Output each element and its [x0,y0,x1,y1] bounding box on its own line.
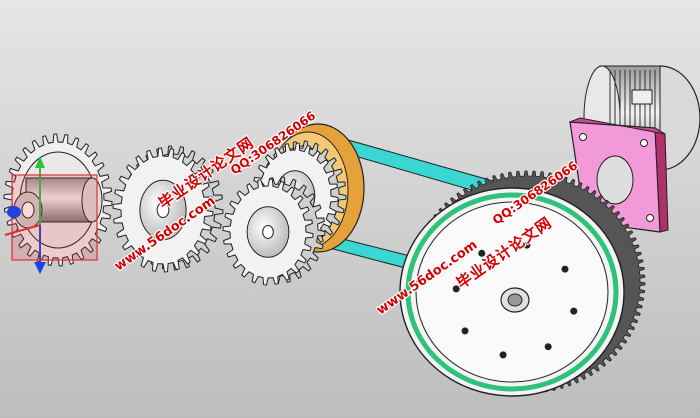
coordinate-triad-icon[interactable] [4,156,98,274]
gear-2[interactable] [112,145,224,273]
large-pulley-wheel[interactable] [399,170,646,397]
gear-3[interactable] [222,176,326,286]
